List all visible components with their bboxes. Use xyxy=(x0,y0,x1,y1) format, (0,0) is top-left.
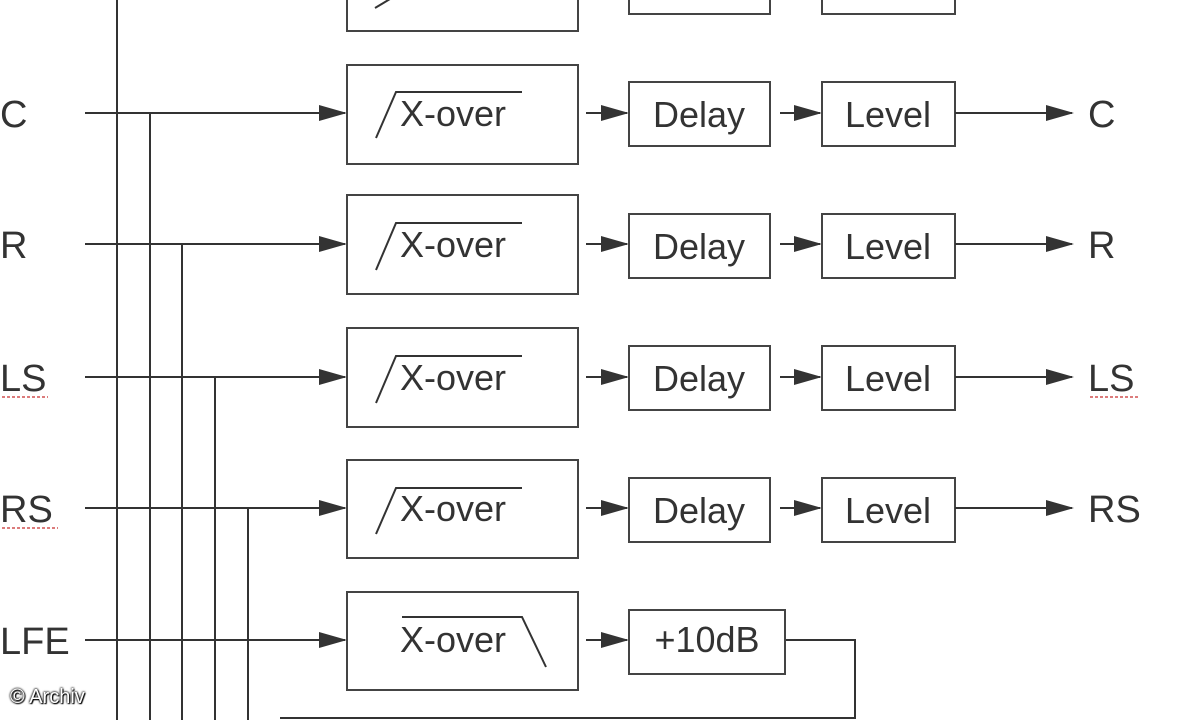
level-box-rs xyxy=(821,477,956,543)
output-label-ls: LS xyxy=(1088,358,1134,400)
gain-box-lfe xyxy=(628,609,786,675)
xover-box-r xyxy=(346,194,579,295)
xover-label-r: X-over xyxy=(400,224,506,265)
delay-box-rs xyxy=(628,477,771,543)
level-box-ls xyxy=(821,345,956,411)
delay-label-ls: Delay xyxy=(653,358,745,399)
input-label-rs: RS xyxy=(0,489,53,531)
level-box-c xyxy=(821,81,956,147)
xover-label-lfe: X-over xyxy=(400,619,506,660)
channel-r: R X-over Delay Level R xyxy=(0,194,1115,295)
delay-box-c xyxy=(628,81,771,147)
top-partial-row xyxy=(346,0,956,32)
level-label-ls: Level xyxy=(845,358,931,399)
xover-label-ls: X-over xyxy=(400,357,506,398)
xover-label-rs: X-over xyxy=(400,488,506,529)
channel-c: C X-over Delay Level C xyxy=(0,64,1115,165)
level-label-c: Level xyxy=(845,94,931,135)
copyright-watermark: © Archiv xyxy=(10,686,85,708)
level-label-rs: Level xyxy=(845,490,931,531)
channel-rs: RS X-over Delay Level RS xyxy=(0,459,1141,559)
output-label-c: C xyxy=(1088,94,1115,136)
delay-label-c: Delay xyxy=(653,94,745,135)
xover-box-rs xyxy=(346,459,579,559)
xover-label-c: X-over xyxy=(400,93,506,134)
gain-label-lfe: +10dB xyxy=(654,619,759,660)
output-label-r: R xyxy=(1088,225,1115,267)
channel-ls: LS X-over Delay Level LS xyxy=(0,327,1138,428)
delay-label-r: Delay xyxy=(653,226,745,267)
input-label-r: R xyxy=(0,225,27,267)
delay-box-ls xyxy=(628,345,771,411)
channel-lfe: LFE X-over +10dB xyxy=(0,591,786,691)
level-label-r: Level xyxy=(845,226,931,267)
bus-lines xyxy=(116,0,856,720)
delay-label-rs: Delay xyxy=(653,490,745,531)
xover-box-c xyxy=(346,64,579,165)
level-box-r xyxy=(821,213,956,279)
input-label-c: C xyxy=(0,94,27,136)
input-label-ls: LS xyxy=(0,358,46,400)
xover-box-ls xyxy=(346,327,579,428)
input-label-lfe: LFE xyxy=(0,621,70,663)
delay-box-r xyxy=(628,213,771,279)
output-label-rs: RS xyxy=(1088,489,1141,531)
xover-box-lfe xyxy=(346,591,579,691)
